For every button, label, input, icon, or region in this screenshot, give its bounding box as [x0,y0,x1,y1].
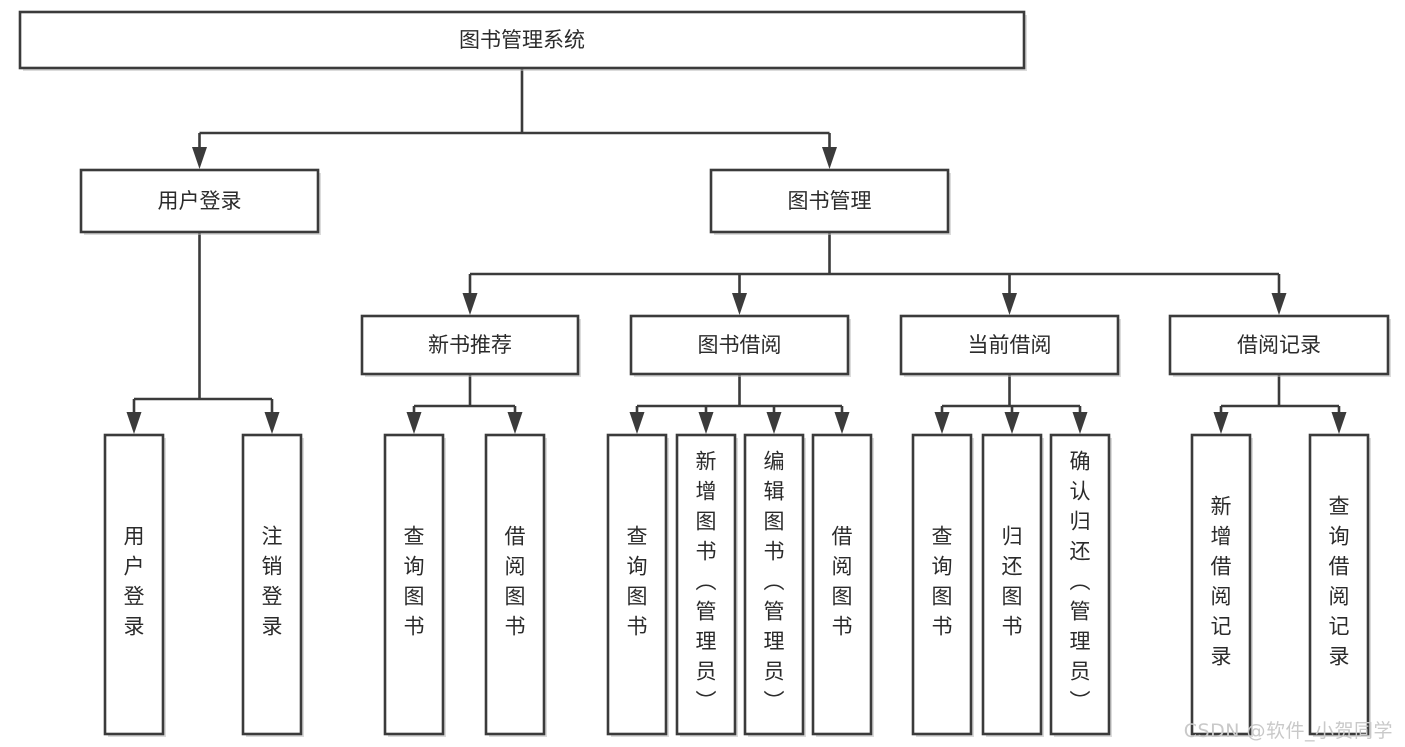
node-rect[interactable] [606,433,668,736]
node-label: 图书管理系统 [459,28,585,52]
node-label: 用户登录 [158,189,242,213]
node-rect[interactable] [383,433,445,736]
node-leaf_2[interactable]: 查询图书 [383,433,446,737]
node-leaf_7[interactable]: 借阅图书 [811,433,874,737]
node-leaf_12[interactable]: 查询借阅记录 [1308,433,1371,737]
node-rect[interactable] [241,433,303,736]
edges-layer [126,68,1347,434]
nodes-layer: 图书管理系统用户登录图书管理新书推荐图书借阅当前借阅借阅记录用户登录注销登录查询… [18,10,1391,737]
node-rect[interactable] [899,314,1120,376]
node-rect[interactable] [981,433,1043,736]
node-label: 归还图书 [1002,525,1023,639]
node-label: 当前借阅 [968,333,1052,357]
arrow-head-icon [1004,412,1020,434]
node-label: 新书推荐 [428,333,512,357]
arrow-head-icon [406,412,422,434]
node-label: 编辑图书︵管理员︶ [764,450,785,714]
node-l1_1[interactable]: 图书管理 [709,168,951,235]
node-rect[interactable] [79,168,320,234]
arrow-head-icon [462,293,478,315]
arrow-head-icon [834,412,850,434]
node-label: 图书管理 [788,189,872,213]
node-rect[interactable] [709,168,950,234]
node-rect[interactable] [629,314,850,376]
node-label: 确认归还︵管理员︶ [1070,450,1091,714]
node-rect[interactable] [911,433,973,736]
arrow-head-icon [264,412,280,434]
arrow-head-icon [698,412,714,434]
node-l2_3[interactable]: 借阅记录 [1168,314,1391,377]
node-label: 新增图书︵管理员︶ [696,450,717,714]
node-l2_1[interactable]: 图书借阅 [629,314,851,377]
node-label: 查询借阅记录 [1329,495,1350,669]
node-rect[interactable] [360,314,580,376]
arrow-head-icon [629,412,645,434]
node-label: 图书借阅 [698,333,782,357]
node-rect[interactable] [103,433,165,736]
arrow-head-icon [507,412,523,434]
node-leaf_6[interactable]: 编辑图书︵管理员︶ [743,433,806,737]
arrow-head-icon [126,412,142,434]
node-label: 注销登录 [262,525,283,639]
arrow-head-icon [1002,293,1017,315]
node-rect[interactable] [1308,433,1370,736]
node-leaf_8[interactable]: 查询图书 [911,433,974,737]
node-root[interactable]: 图书管理系统 [18,10,1027,71]
node-leaf_10[interactable]: 确认归还︵管理员︶ [1049,433,1112,737]
node-l2_2[interactable]: 当前借阅 [899,314,1121,377]
node-l2_0[interactable]: 新书推荐 [360,314,581,377]
node-leaf_4[interactable]: 查询图书 [606,433,669,737]
node-l1_0[interactable]: 用户登录 [79,168,321,235]
node-rect[interactable] [484,433,546,736]
node-rect[interactable] [1049,433,1111,736]
node-label: 查询图书 [932,525,953,639]
arrow-head-icon [1271,293,1287,315]
node-leaf_5[interactable]: 新增图书︵管理员︶ [675,433,738,737]
node-leaf_11[interactable]: 新增借阅记录 [1190,433,1253,737]
arrow-head-icon [822,147,837,169]
node-leaf_9[interactable]: 归还图书 [981,433,1044,737]
arrow-head-icon [934,412,950,434]
node-leaf_0[interactable]: 用户登录 [103,433,166,737]
arrow-head-icon [732,293,747,315]
node-label: 借阅图书 [832,525,853,639]
node-label: 用户登录 [124,525,145,639]
arrow-head-icon [192,147,207,169]
node-rect[interactable] [811,433,873,736]
arrow-head-icon [1331,412,1347,434]
node-rect[interactable] [1190,433,1252,736]
arrow-head-icon [766,412,782,434]
node-rect[interactable] [18,10,1026,70]
arrow-head-icon [1072,412,1088,434]
node-leaf_3[interactable]: 借阅图书 [484,433,547,737]
node-rect[interactable] [743,433,805,736]
node-label: 查询图书 [404,525,425,639]
watermark-label: CSDN @软件_小贺同学 [1183,720,1393,742]
node-label: 查询图书 [627,525,648,639]
node-label: 借阅记录 [1237,333,1321,357]
node-rect[interactable] [1168,314,1390,376]
arrow-head-icon [1213,412,1229,434]
node-rect[interactable] [675,433,737,736]
node-label: 借阅图书 [505,525,526,639]
node-leaf_1[interactable]: 注销登录 [241,433,304,737]
node-label: 新增借阅记录 [1211,495,1232,669]
